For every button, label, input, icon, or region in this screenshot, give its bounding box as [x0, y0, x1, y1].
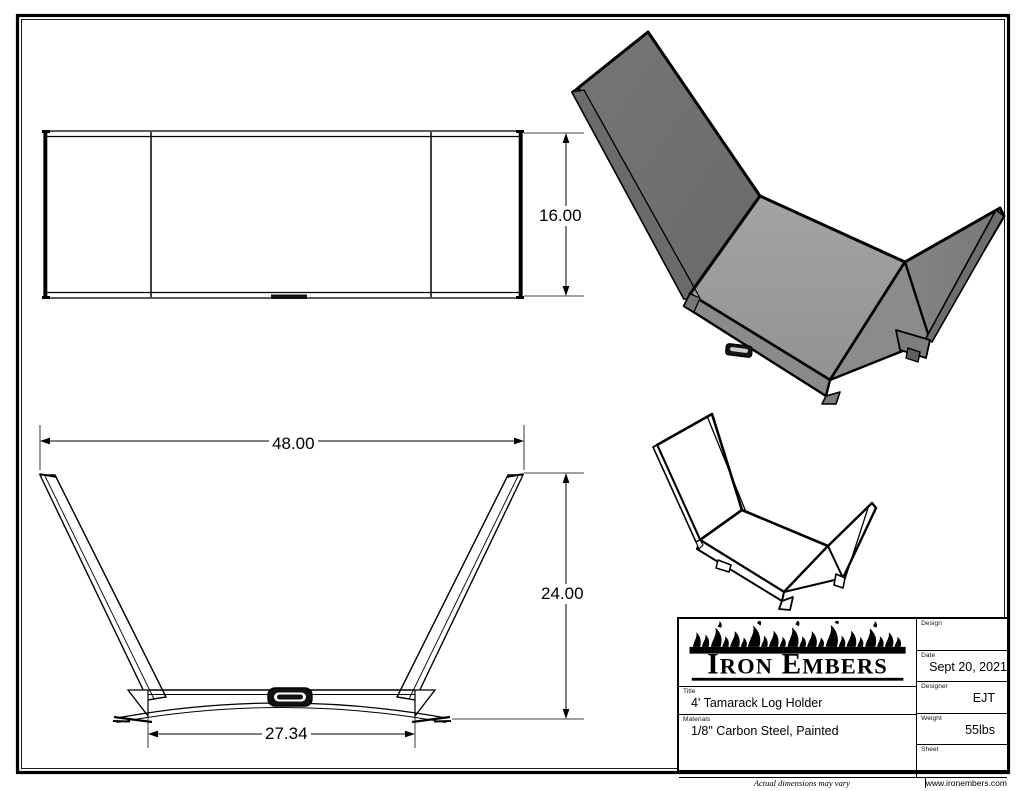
field-title-label: Title [683, 688, 696, 695]
field-sheet-label: Sheet [921, 746, 939, 754]
top-view [42, 130, 524, 299]
field-materials-label: Materials [683, 715, 711, 723]
front-view [38, 473, 525, 724]
title-block-footer: Actual dimensions may vary www.ironember… [679, 776, 1007, 788]
field-date-value: Sept 20, 2021 [929, 659, 1007, 674]
field-sheet: Sheet [917, 745, 1007, 777]
dimension-label-height: 16.00 [536, 206, 585, 226]
sheet-border [15, 13, 1011, 775]
field-design: Design [917, 619, 1007, 651]
logo-badge-top [271, 294, 307, 299]
dimension-label-base-width: 27.34 [262, 724, 311, 744]
isometric-wire-view [652, 412, 878, 611]
field-design-label: Design [921, 620, 942, 627]
field-title-value: 4' Tamarack Log Holder [691, 696, 823, 710]
dimension-label-width: 48.00 [269, 434, 318, 454]
title-block-body: IRON EMBERS Title 4' Tamarack Log Holder… [679, 619, 1007, 777]
company-url[interactable]: www.ironembers.com [925, 777, 1007, 788]
field-title: Title 4' Tamarack Log Holder [679, 687, 917, 715]
title-block-right-column: Design Date Sept 20, 2021 Designer EJT W… [917, 619, 1007, 777]
iron-embers-logo: IRON EMBERS [685, 621, 910, 684]
logo-badge-front [267, 687, 313, 707]
field-materials: Materials 1/8" Carbon Steel, Painted [679, 715, 916, 743]
field-designer-label: Designer [921, 683, 948, 691]
logo-badge-iso [725, 343, 753, 358]
dimension-label-depth: 24.00 [538, 584, 587, 604]
field-weight: Weight 55lbs [917, 714, 1007, 746]
isometric-view [571, 30, 1006, 405]
title-block-left-column: IRON EMBERS Title 4' Tamarack Log Holder… [679, 619, 918, 777]
title-block: IRON EMBERS Title 4' Tamarack Log Holder… [677, 617, 1009, 788]
disclaimer-note: Actual dimensions may vary [679, 777, 926, 788]
field-date: Date Sept 20, 2021 [917, 651, 1007, 683]
brand-logo: IRON EMBERS [679, 619, 917, 687]
field-designer: Designer EJT [917, 682, 1007, 714]
field-materials-value: 1/8" Carbon Steel, Painted [691, 723, 839, 738]
flames-icon: IRON EMBERS [689, 621, 906, 682]
field-weight-label: Weight [921, 714, 942, 722]
svg-text:IRON EMBERS: IRON EMBERS [707, 649, 888, 681]
field-weight-value: 55lbs [965, 722, 995, 737]
field-date-label: Date [921, 651, 936, 659]
field-designer-value: EJT [972, 691, 995, 706]
